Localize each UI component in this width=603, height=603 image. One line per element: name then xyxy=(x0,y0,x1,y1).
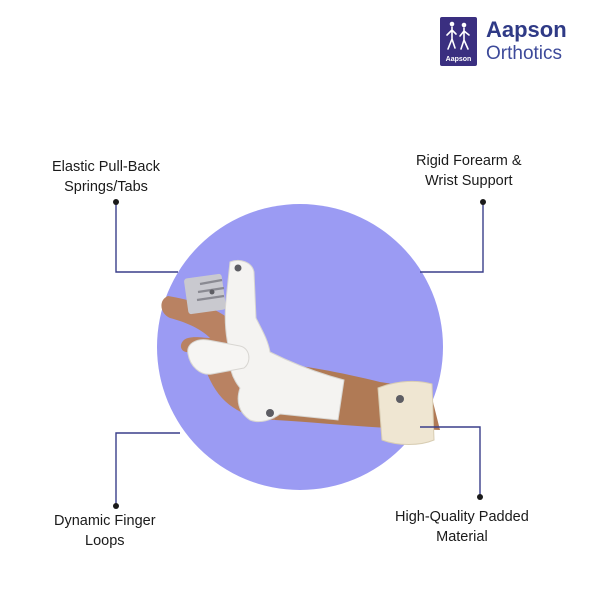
label-line: Dynamic Finger xyxy=(54,513,156,529)
label-line: Material xyxy=(436,529,488,545)
label-pull-back-springs: Elastic Pull-Back Springs/Tabs xyxy=(52,157,160,197)
label-line: Wrist Support xyxy=(424,173,513,189)
label-forearm-wrist-support: Rigid Forearm & Wrist Support xyxy=(416,151,522,191)
label-line: Elastic Pull-Back xyxy=(52,159,160,175)
leader-line-top-right xyxy=(420,202,484,273)
logo-mark-label: Aapson xyxy=(445,56,472,63)
leader-dots xyxy=(113,199,486,509)
leader-line-bottom-right xyxy=(420,426,481,497)
rivets xyxy=(209,264,404,417)
brand-logo: Aapson Aapson Orthotics xyxy=(440,17,590,69)
leader-lines xyxy=(115,202,484,506)
brand-subtitle: Orthotics xyxy=(486,43,563,64)
label-line: Rigid Forearm & xyxy=(416,153,522,169)
label-line: High-Quality Padded xyxy=(395,509,529,525)
label-line: Springs/Tabs xyxy=(64,179,148,195)
padded-cuff xyxy=(377,380,435,445)
spring-plate xyxy=(184,273,226,315)
brand-name: Aapson xyxy=(486,17,567,42)
label-line: Loops xyxy=(85,533,125,549)
label-finger-loops: Dynamic Finger Loops xyxy=(54,511,156,551)
figures-logo-icon: Aapson xyxy=(440,17,477,66)
leader-line-top-left xyxy=(115,202,178,273)
leader-line-bottom-left xyxy=(115,432,180,506)
splint-body xyxy=(224,259,345,423)
finger-loop xyxy=(187,339,250,375)
label-padded-material: High-Quality Padded Material xyxy=(395,507,529,547)
